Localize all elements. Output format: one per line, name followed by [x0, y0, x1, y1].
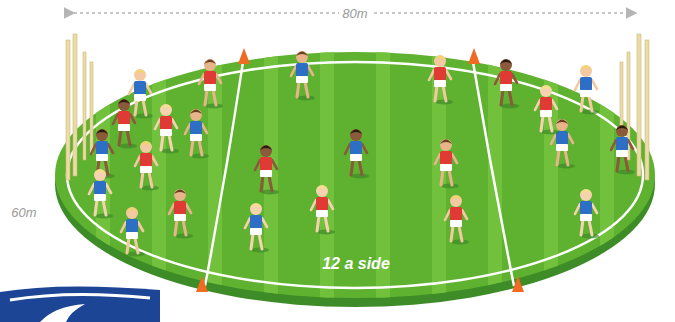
player — [91, 129, 115, 179]
stripe — [264, 40, 278, 320]
player — [445, 195, 469, 245]
stripe — [40, 40, 54, 320]
player — [311, 185, 335, 235]
player — [575, 189, 599, 239]
player — [551, 119, 575, 169]
zone-line — [473, 62, 514, 286]
field-ground — [55, 52, 655, 298]
club-logo — [0, 286, 160, 322]
player — [129, 69, 153, 119]
stripe — [432, 40, 446, 320]
dimension-label: 80m — [339, 7, 370, 20]
boundary-line — [67, 62, 643, 288]
team-size-label: 12 a side — [322, 256, 390, 272]
field-stripes — [40, 40, 670, 320]
player — [89, 169, 113, 219]
player — [199, 59, 223, 109]
player — [535, 85, 559, 135]
player — [169, 189, 193, 239]
player — [121, 207, 145, 257]
player — [135, 141, 159, 191]
stripe — [544, 40, 558, 320]
player — [245, 203, 269, 253]
player — [345, 129, 369, 179]
player — [611, 125, 635, 175]
player — [113, 99, 137, 149]
stripe — [152, 40, 166, 320]
player — [429, 55, 453, 105]
cones — [196, 48, 524, 292]
player — [255, 145, 279, 195]
stripe — [376, 40, 390, 320]
player — [435, 139, 459, 189]
player — [185, 109, 209, 159]
stripe — [656, 40, 670, 320]
goal-posts — [66, 34, 649, 180]
player — [291, 51, 315, 101]
player — [495, 59, 519, 109]
player — [575, 65, 599, 115]
stripe — [320, 40, 334, 320]
zone-line — [205, 62, 243, 286]
stripe — [600, 40, 614, 320]
dimension-label: 60m — [9, 206, 38, 219]
player — [155, 104, 179, 154]
